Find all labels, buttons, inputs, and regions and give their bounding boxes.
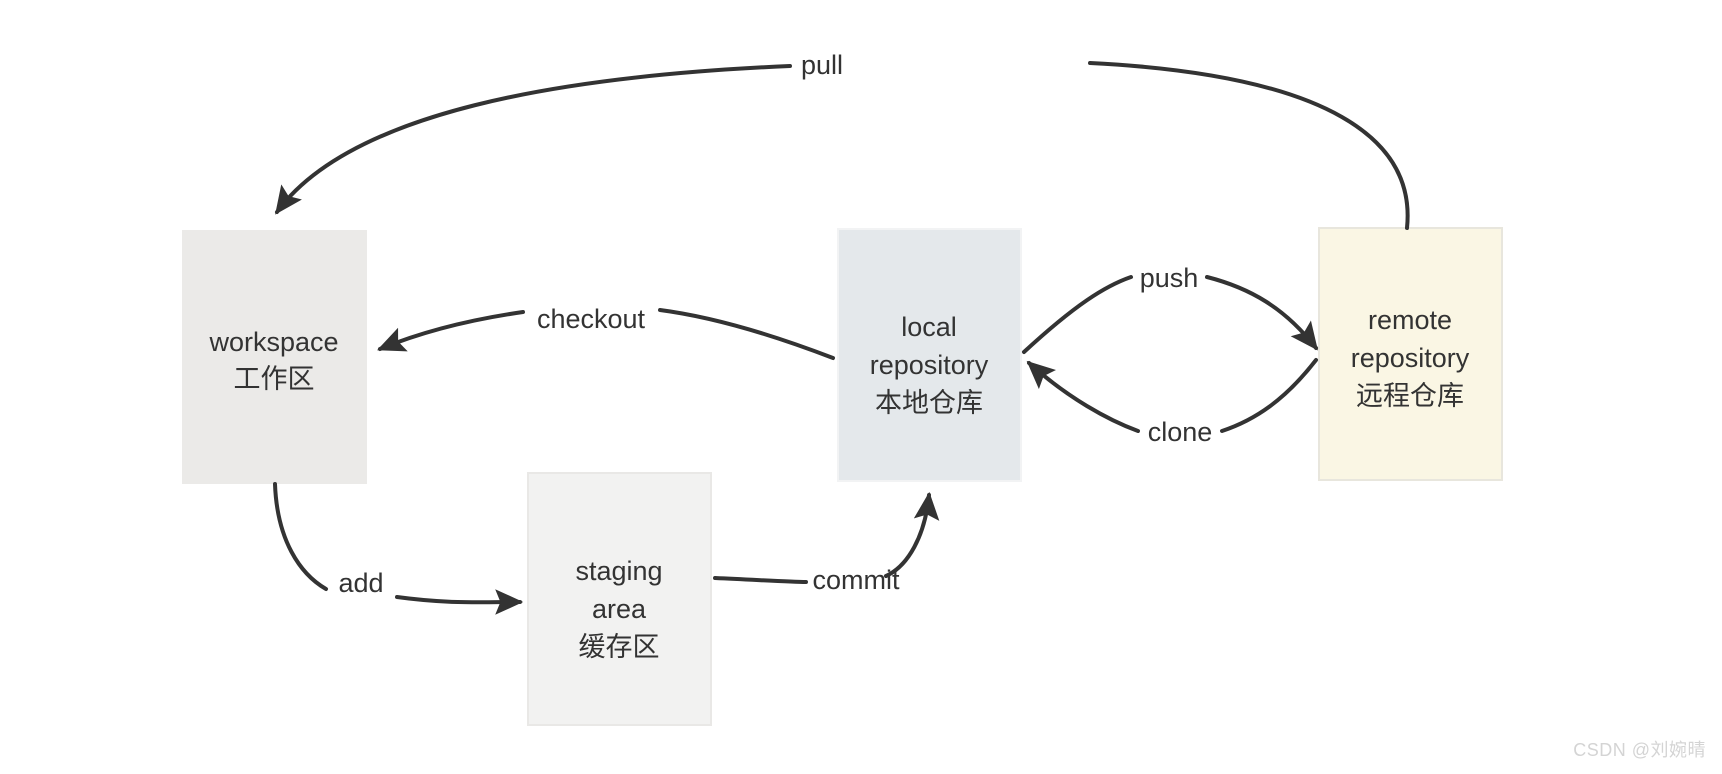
edge-path-checkout <box>658 308 835 360</box>
workspace-label-zh: 工作区 <box>234 364 315 394</box>
remote-repository-label-zh: 远程仓库 <box>1356 381 1464 411</box>
edge-path-pull <box>1088 61 1410 230</box>
local-repository-label-en-1: local <box>901 312 957 342</box>
edge-path-add-2 <box>395 589 524 615</box>
edge-label-add: add <box>338 568 383 598</box>
edge-path-commit-2 <box>884 491 940 578</box>
remote-repository-label-en-1: remote <box>1368 305 1452 335</box>
edge-path-checkout-2 <box>377 310 525 352</box>
edge-label-clone: clone <box>1148 417 1213 447</box>
local-repository-box[interactable] <box>837 228 1022 482</box>
edge-label-pull: pull <box>801 50 843 80</box>
edge-path-push-2 <box>1205 275 1318 351</box>
edge-label-checkout: checkout <box>537 304 646 334</box>
node-remote-repository[interactable]: remote repository 远程仓库 <box>1318 227 1503 481</box>
edge-path-add <box>273 482 328 591</box>
edge-path-pull-2 <box>275 64 792 215</box>
staging-area-label-zh: 缓存区 <box>579 632 660 662</box>
staging-area-label-en-1: staging <box>575 556 662 586</box>
workspace-box[interactable] <box>182 230 367 484</box>
workspace-label-en: workspace <box>208 327 338 357</box>
edge-path-commit <box>713 576 808 584</box>
remote-repository-box[interactable] <box>1318 227 1503 481</box>
staging-area-box[interactable] <box>527 472 712 726</box>
edge-path-clone <box>1220 358 1318 433</box>
remote-repository-label-en-2: repository <box>1351 343 1470 373</box>
edge-label-commit: commit <box>813 565 900 595</box>
node-staging-area[interactable]: staging area 缓存区 <box>527 472 712 726</box>
staging-area-label-en-2: area <box>592 594 647 624</box>
edge-path-push <box>1022 275 1133 354</box>
node-local-repository[interactable]: local repository 本地仓库 <box>837 228 1022 482</box>
edge-label-push: push <box>1140 263 1199 293</box>
node-workspace[interactable]: workspace 工作区 <box>182 230 367 484</box>
local-repository-label-zh: 本地仓库 <box>875 388 983 418</box>
csdn-watermark: CSDN @刘婉晴 <box>1573 740 1706 760</box>
edge-path-clone-2 <box>1026 360 1140 433</box>
local-repository-label-en-2: repository <box>870 350 989 380</box>
